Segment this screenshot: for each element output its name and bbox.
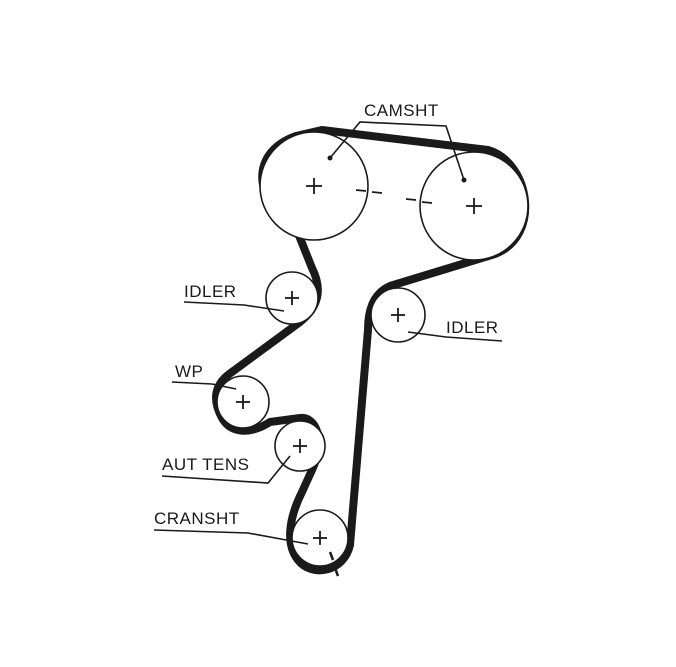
idler-pulley-right [370,287,426,343]
crankshaft-pulley [291,509,349,577]
water-pump-label-group: WP [171,362,237,390]
camshaft-pulley-left [259,131,369,241]
idler-left-label-group: IDLER [183,282,285,312]
crankshaft-label-group: CRANSHT [153,509,309,545]
water-pump-label: WP [175,362,203,381]
idler-right-label-group: IDLER [407,318,503,342]
camshaft-centerline [355,189,433,204]
camshaft-label-group: CAMSHT [329,101,465,181]
camshaft-label: CAMSHT [364,101,439,120]
auto-tensioner-label: AUT TENS [162,455,249,474]
auto-tensioner-label-group: AUT TENS [161,455,291,484]
water-pump-pulley [216,375,270,429]
crankshaft-label: CRANSHT [154,509,240,528]
idler-right-label: IDLER [446,318,499,337]
idler-left-label: IDLER [184,282,237,301]
auto-tensioner-pulley [274,420,326,472]
timing-belt [212,126,530,575]
idler-pulley-left [265,271,319,325]
camshaft-pulley-right [419,151,529,261]
